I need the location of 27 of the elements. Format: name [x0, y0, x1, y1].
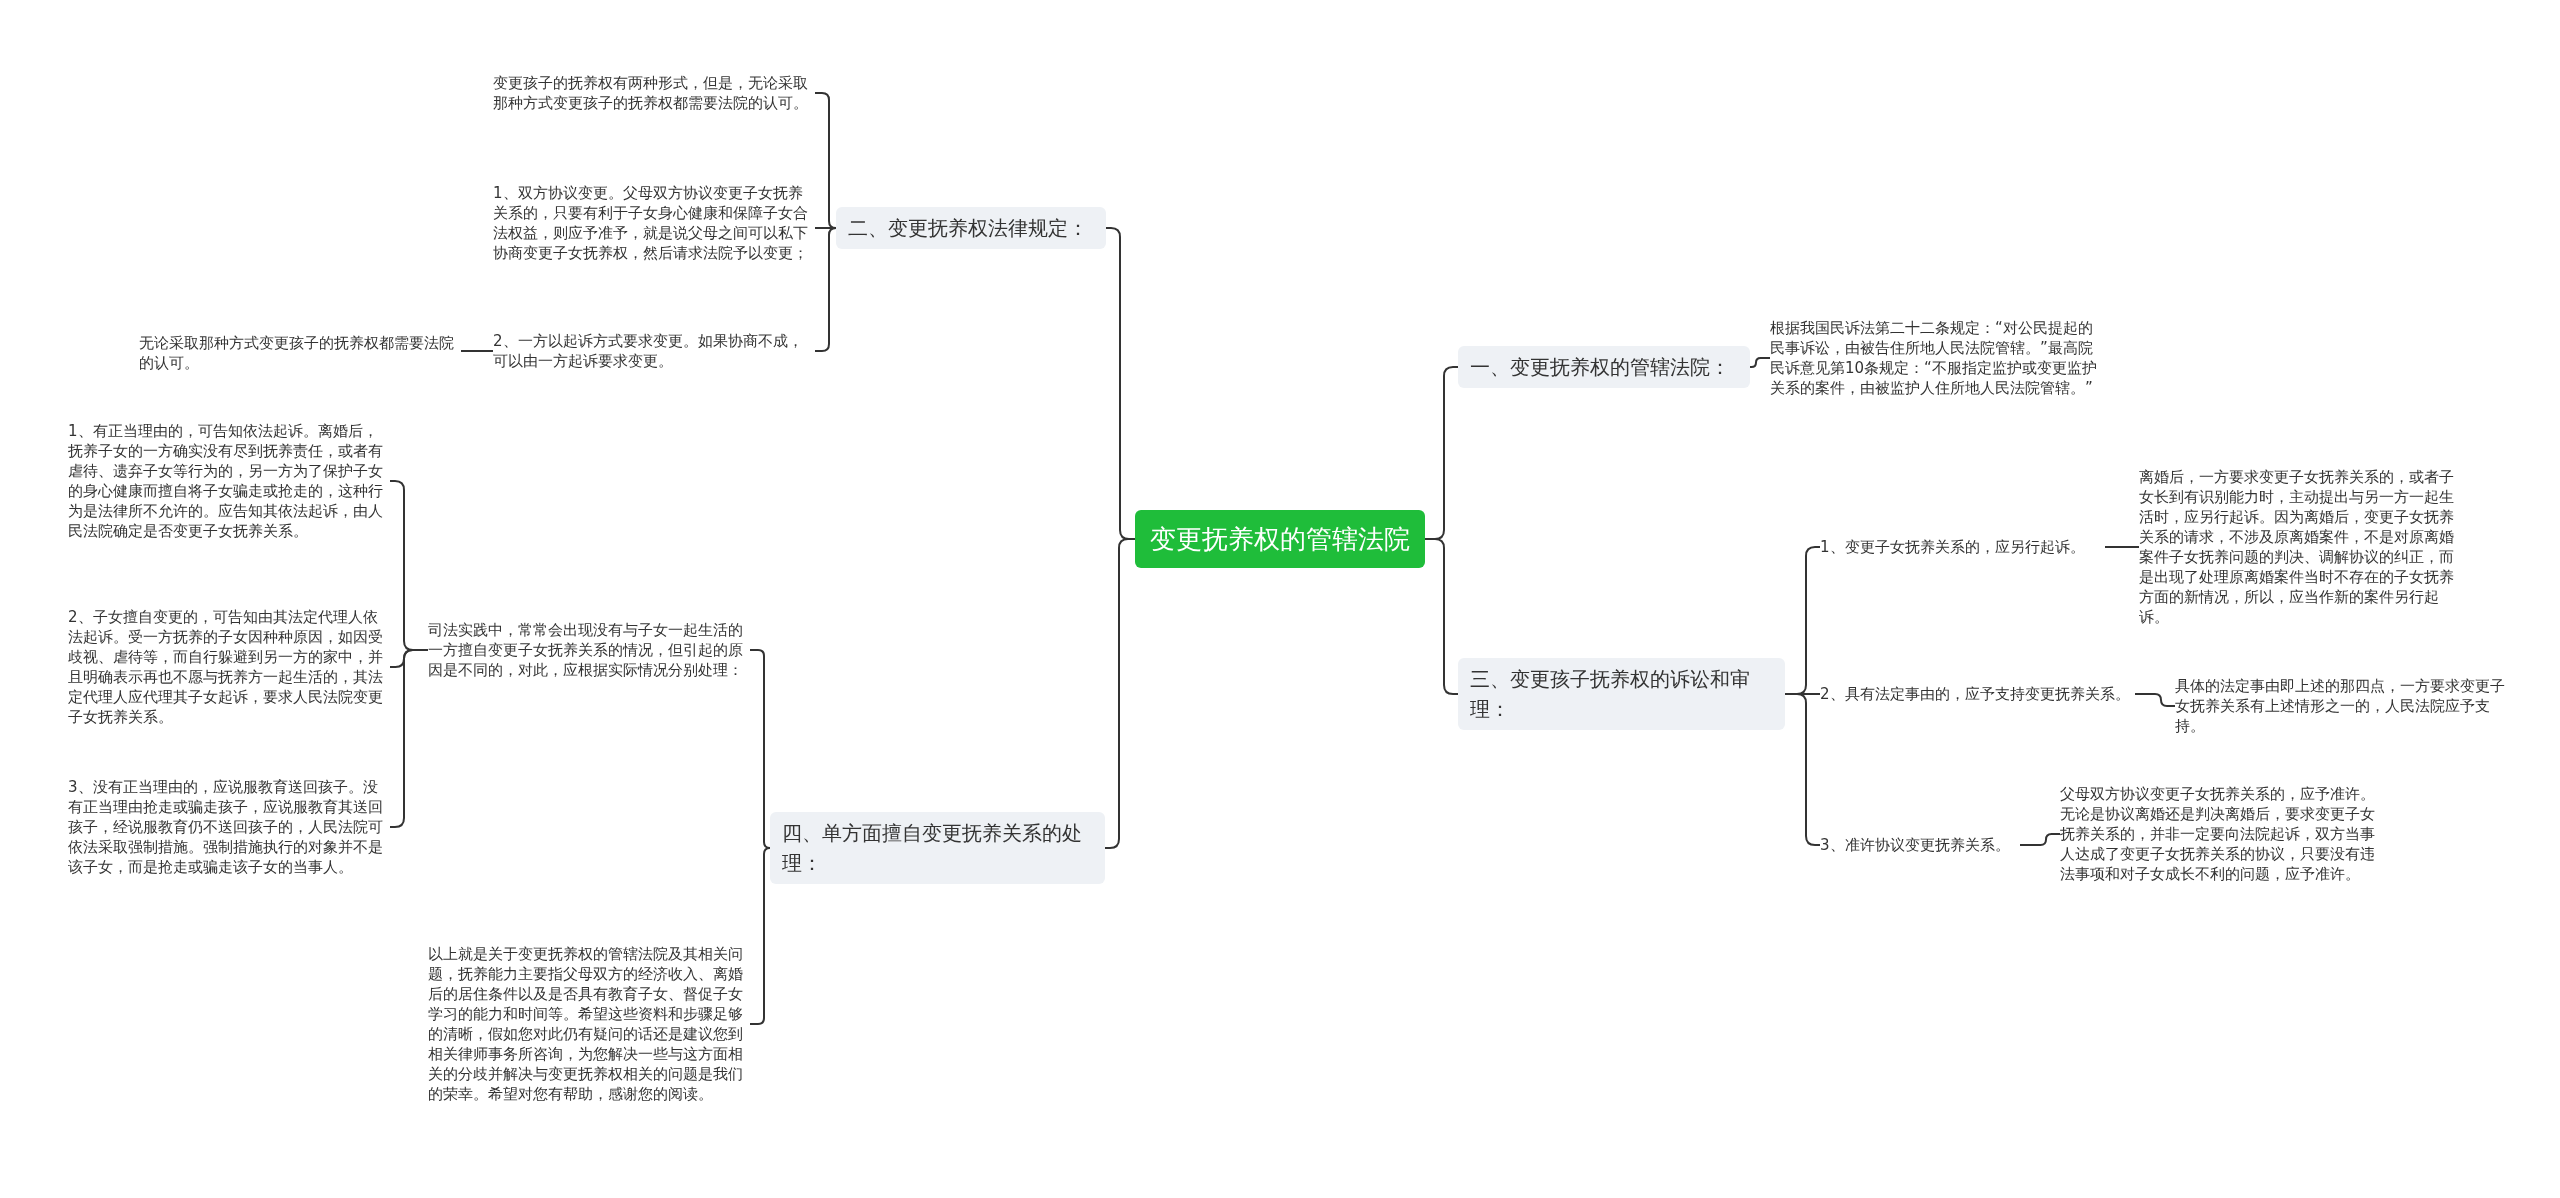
topic-text: 离婚后，一方要求变更子女抚养关系的，或者子女长到有识别能力时，主动提出与另一方一起生活时，应另行起诉。因为离婚后，变更子女抚养关系的请求，不涉及原离婚案件，不是对原离婚案件子女抚养问题的判决、调解协议的纠正，而是出现了处理原离婚案件当时不存在的子女抚养方面的新情况，所以，应当作新的案件另行起诉。 — [2139, 467, 2464, 627]
connector-line — [2019, 833, 2061, 846]
connector-line — [460, 350, 494, 352]
topic-text: 1、双方协议变更。父母双方协议变更子女抚养关系的，只要有利于子女身心健康和保障子女合法权益，则应予准予，就是说父母之间可以私下协商变更子女抚养权，然后请求法院予以变更； — [493, 183, 815, 263]
topic-text: 父母双方协议变更子女抚养关系的，应予准许。无论是协议离婚还是判决离婚后，要求变更子女抚养关系的，并非一定要向法院起诉，双方当事人达成了变更子女抚养关系的协议，只要没有违法事项和对子女成长不利的问题，应予准许。 — [2060, 784, 2385, 884]
central-topic-box: 变更抚养权的管辖法院 — [1135, 510, 1425, 568]
topic-text: 以上就是关于变更抚养权的管辖法院及其相关问题，抚养能力主要指父母双方的经济收入、离婚后的居住条件以及是否具有教育子女、督促子女学习的能力和时间等。希望这些资料和步骤足够的清晰，假如您对此仍有疑问的话还是建议您到相关律师事务所咨询，为您解决一些与这方面相关的分歧并解决与变更抚养权相关的问题是我们的荣幸。希望对您有帮助，感谢您的阅读。 — [428, 944, 750, 1104]
topic-text: 变更孩子的抚养权有两种形式，但是，无论采取那种方式变更孩子的抚养权都需要法院的认可。 — [493, 73, 815, 113]
topic-text: 根据我国民诉法第二十二条规定：“对公民提起的民事诉讼，由被告住所地人民法院管辖。”最高院民诉意见第10条规定：“不服指定监护或变更监护关系的案件，由被监护人住所地人民法院管辖。” — [1770, 318, 2100, 398]
topic-text: 3、没有正当理由的，应说服教育送回孩子。没有正当理由抢走或骗走孩子，应说服教育其送回孩子，经说服教育仍不送回孩子的，人民法院可依法采取强制措施。强制措施执行的对象并不是该子女，而是抢走或骗走该子女的当事人。 — [68, 777, 390, 877]
topic-box: 二、变更抚养权法律规定： — [836, 207, 1106, 249]
topic-text: 无论采取那种方式变更孩子的抚养权都需要法院的认可。 — [139, 333, 461, 373]
connector-line — [1104, 538, 1136, 849]
topic-text: 3、准许协议变更抚养关系。 — [1820, 835, 2020, 855]
connector-line — [2134, 693, 2176, 707]
topic-text: 司法实践中，常常会出现没有与子女一起生活的一方擅自变更子女抚养关系的情况，但引起的原因是不同的，对此，应根据实际情况分别处理： — [428, 620, 750, 680]
topic-text: 1、有正当理由的，可告知依法起诉。离婚后，抚养子女的一方确实没有尽到抚养责任，或者有虐待、遗弃子女等行为的，另一方为了保护子女的身心健康而擅自将子女骗走或抢走的，这种行为是法律所不允许的。应告知其依法起诉，由人民法院确定是否变更子女抚养关系。 — [68, 421, 390, 541]
topic-box: 三、变更孩子抚养权的诉讼和审理： — [1458, 658, 1785, 730]
topic-box: 一、变更抚养权的管辖法院： — [1458, 346, 1750, 388]
topic-text: 2、具有法定事由的，应予支持变更抚养关系。 — [1820, 684, 2135, 704]
topic-text: 1、变更子女抚养关系的，应另行起诉。 — [1820, 537, 2105, 557]
topic-text: 2、一方以起诉方式要求变更。如果协商不成，可以由一方起诉要求变更。 — [493, 331, 815, 371]
connector-line — [2104, 546, 2140, 548]
topic-box: 四、单方面擅自变更抚养关系的处理： — [770, 812, 1105, 884]
topic-text: 2、子女擅自变更的，可告知由其法定代理人依法起诉。受一方抚养的子女因种种原因，如因受歧视、虐待等，而自行躲避到另一方的家中，并且明确表示再也不愿与抚养方一起生活的，其法定代理人应代理其子女起诉，要求人民法院变更子女抚养关系。 — [68, 607, 390, 727]
topic-text: 具体的法定事由即上述的那四点，一方要求变更子女抚养关系有上述情形之一的，人民法院应予支持。 — [2175, 676, 2505, 736]
connector-line — [1749, 357, 1771, 368]
